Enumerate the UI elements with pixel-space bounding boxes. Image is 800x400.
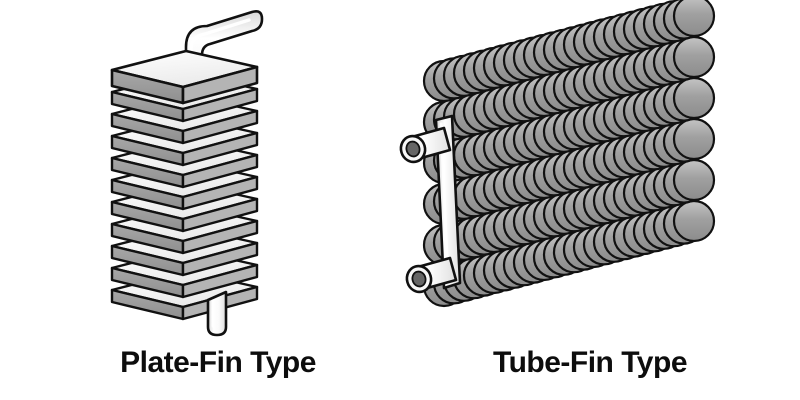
tube-fin-rows xyxy=(422,0,716,308)
plate-fin-outlet-tube xyxy=(206,290,228,337)
plate-fin-inlet-tube xyxy=(184,10,264,98)
plate-fin-caption: Plate-Fin Type xyxy=(120,346,316,379)
tube-fin-inlet-port xyxy=(399,126,452,164)
tube-fin-outlet-port xyxy=(405,256,458,294)
plate-fin-figure xyxy=(0,0,400,340)
plate-fin-drawing xyxy=(110,10,264,337)
tube-fin-caption: Tube-Fin Type xyxy=(492,346,688,379)
tube-fin-figure xyxy=(399,0,800,340)
plate-fin-stack xyxy=(110,49,259,321)
tube-fin-drawing xyxy=(399,0,716,308)
plate-fin-plate xyxy=(110,49,259,105)
